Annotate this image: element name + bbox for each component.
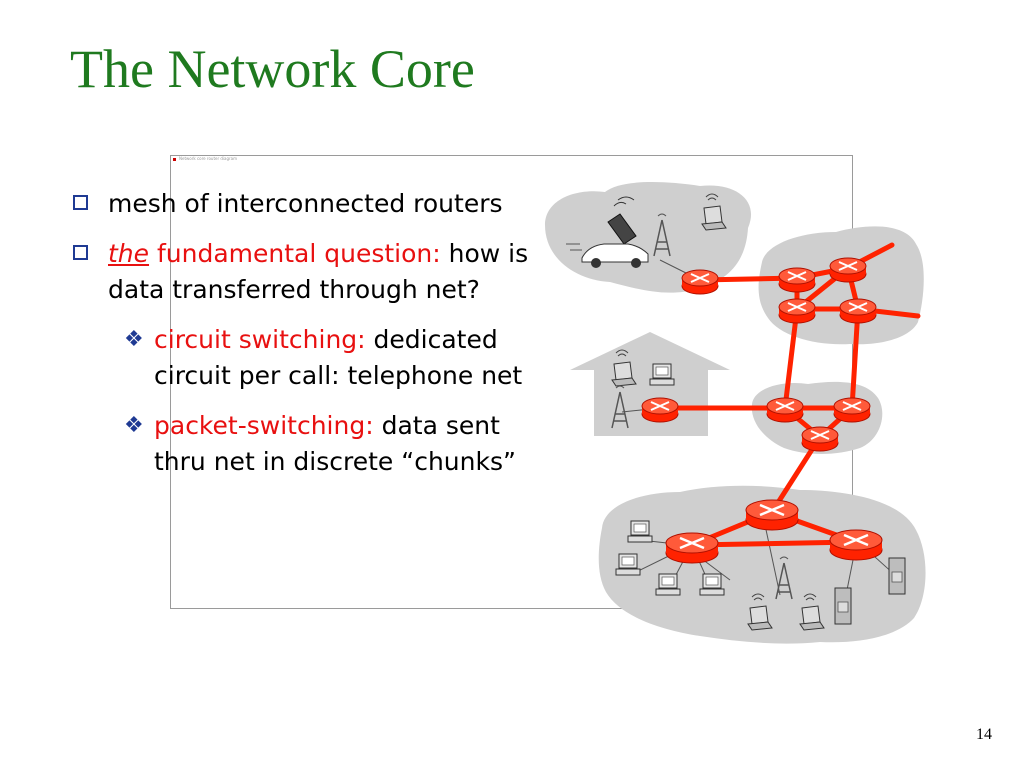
cloud-mobile-network bbox=[545, 182, 752, 293]
frame-caption: Network core router diagram bbox=[179, 156, 238, 161]
router-icon bbox=[681, 269, 719, 295]
bullet-fundamental-text: fundamental question: bbox=[149, 239, 441, 268]
router-icon bbox=[641, 397, 679, 423]
bullet-mesh-text: mesh of interconnected routers bbox=[108, 189, 503, 218]
router-icon bbox=[778, 298, 816, 324]
desktop-pc-icon bbox=[655, 573, 681, 596]
circuit-switching-text: dedicated circuit per call: telephone ne… bbox=[154, 325, 523, 390]
frame-marker bbox=[173, 158, 176, 161]
desktop-pc-icon bbox=[699, 573, 725, 596]
router-icon bbox=[828, 528, 884, 562]
packet-switching-label: packet-switching: bbox=[154, 411, 374, 440]
packet-switching-text: data sent thru net in discrete “chunks” bbox=[154, 411, 516, 476]
server-icon bbox=[834, 587, 852, 625]
square-checkbox-bullet-icon bbox=[73, 245, 88, 260]
router-icon bbox=[839, 298, 877, 324]
desktop-pc-icon bbox=[627, 520, 653, 543]
square-checkbox-bullet-icon bbox=[73, 195, 88, 210]
router-icon bbox=[744, 498, 800, 532]
diamond-bullet-icon: ❖ bbox=[124, 413, 144, 438]
slide-title: The Network Core bbox=[70, 39, 475, 99]
router-icon bbox=[829, 257, 867, 283]
cell-phone-icon bbox=[607, 196, 637, 245]
circuit-switching-label: circuit switching: bbox=[154, 325, 366, 354]
car-icon bbox=[566, 243, 649, 268]
router-icon bbox=[766, 397, 804, 423]
router-icon bbox=[833, 397, 871, 423]
sub-bullet-packet-switching: ❖ packet-switching: data sent thru net i… bbox=[70, 408, 540, 480]
desktop-pc-icon bbox=[649, 363, 675, 386]
bullet-fundamental-question: the fundamental question: how is data tr… bbox=[70, 236, 540, 308]
desktop-pc-icon bbox=[615, 553, 641, 576]
sub-bullet-circuit-switching: ❖ circuit switching: dedicated circuit p… bbox=[70, 322, 540, 394]
router-icon bbox=[801, 426, 839, 452]
router-icon bbox=[664, 531, 720, 565]
server-icon bbox=[888, 557, 906, 595]
router-icon bbox=[778, 267, 816, 293]
bullet-mesh: mesh of interconnected routers bbox=[70, 186, 540, 222]
bullet-the-text: the bbox=[108, 239, 150, 268]
page-number: 14 bbox=[976, 726, 992, 743]
bullet-list: mesh of interconnected routers the funda… bbox=[70, 186, 540, 494]
bullet-question-text: how is data transferred through net? bbox=[108, 239, 529, 304]
diamond-bullet-icon: ❖ bbox=[124, 327, 144, 352]
